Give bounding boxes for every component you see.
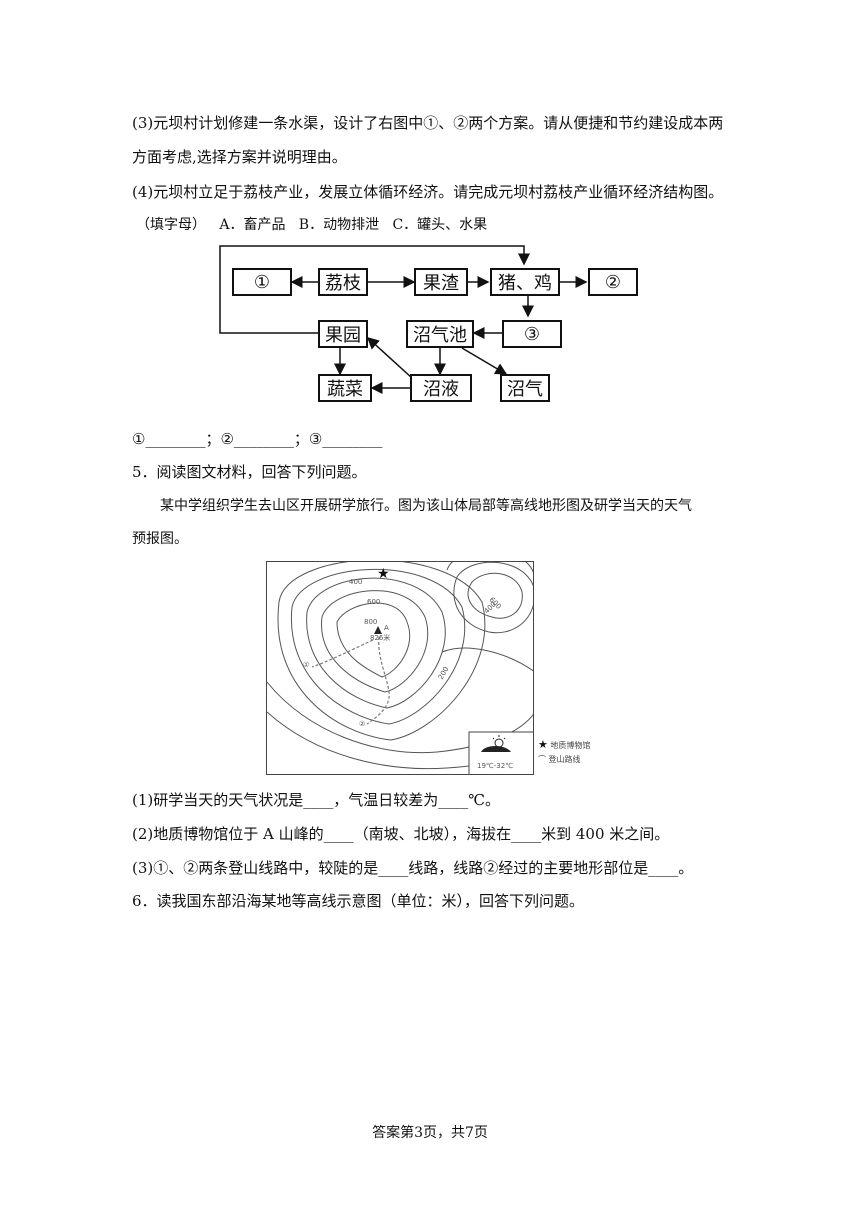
lychee-cycle-diagram: ① 荔枝 果渣 猪、鸡 ② 果园 沼气池 ③ 蔬菜 沼液 沼气: [210, 238, 650, 413]
route-2-label: ②: [359, 720, 365, 728]
sunny-weather-icon: [481, 735, 511, 752]
peak-label: A: [384, 624, 389, 632]
map-legend: ★ 地质博物馆 ⌒ 登山路线: [538, 738, 590, 767]
flow-biogas: 沼气: [500, 374, 550, 402]
contour-label-400: 400: [349, 578, 362, 586]
q5-sub-3: (3)①、②两条登山线路中，较陡的是____线路，线路②经过的主要地形部位是__…: [132, 859, 694, 877]
legend-route: 登山路线: [548, 755, 581, 764]
contour-lines: ★ 400 600 800 A 826米 200 600 400 ① ② 19℃…: [267, 562, 533, 774]
flow-pomace: 果渣: [414, 268, 468, 296]
q5-material-2: 预报图。: [132, 531, 188, 547]
q3-line-1: (3)元坝村计划修建一条水渠，设计了右图中①、②两个方案。请从便捷和节约建设成本…: [132, 114, 724, 132]
page-footer: 答案第3页，共7页: [372, 1125, 488, 1141]
q5-material-1: 某中学组织学生去山区开展研学旅行。图为该山体局部等高线地形图及研学当天的天气: [160, 498, 692, 514]
flow-pigs-chickens: 猪、鸡: [490, 268, 560, 296]
legend-star-icon: ★: [538, 738, 548, 751]
route-1-label: ①: [303, 661, 309, 669]
legend-museum: 地质博物馆: [550, 741, 591, 750]
flow-biogas-liquid: 沼液: [410, 374, 472, 402]
contour-label-800: 800: [364, 618, 377, 626]
flow-blank-1: ①: [232, 268, 292, 296]
flow-arrows: [219, 245, 588, 394]
legend-route-icon: ⌒: [538, 755, 546, 764]
q4-line-1: (4)元坝村立足于荔枝产业，发展立体循环经济。请完成元坝村荔枝产业循环经济结构图…: [132, 183, 724, 201]
flow-blank-2: ②: [588, 268, 638, 296]
contour-label-600: 600: [367, 598, 380, 606]
q3-line-2: 方面考虑,选择方案并说明理由。: [132, 148, 347, 166]
q5-sub-1: (1)研学当天的天气状况是____，气温日较差为____℃。: [132, 791, 501, 809]
contour-map: ★ 400 600 800 A 826米 200 600 400 ① ② 19℃…: [266, 561, 534, 775]
flow-orchard: 果园: [318, 320, 368, 348]
weather-temp-range: 19℃-32℃: [477, 762, 513, 770]
q6-title: 6．读我国东部沿海某地等高线示意图（单位：米），回答下列问题。: [132, 892, 585, 910]
museum-star-icon: ★: [377, 566, 390, 582]
flow-blank-3: ③: [502, 320, 562, 348]
q4-options: （填字母） A．畜产品 B．动物排泄 C．罐头、水果: [136, 217, 488, 233]
q5-title: 5．阅读图文材料，回答下列问题。: [132, 463, 367, 481]
peak-height-label: 826米: [370, 633, 390, 642]
flow-lychee: 荔枝: [318, 268, 368, 296]
q4-answer-line: ①________；②________；③________: [132, 430, 383, 448]
flow-biogas-pit: 沼气池: [406, 320, 474, 348]
q5-sub-2: (2)地质博物馆位于 A 山峰的____（南坡、北坡），海拔在____米到 40…: [132, 825, 670, 843]
flow-vegetables: 蔬菜: [318, 374, 372, 402]
